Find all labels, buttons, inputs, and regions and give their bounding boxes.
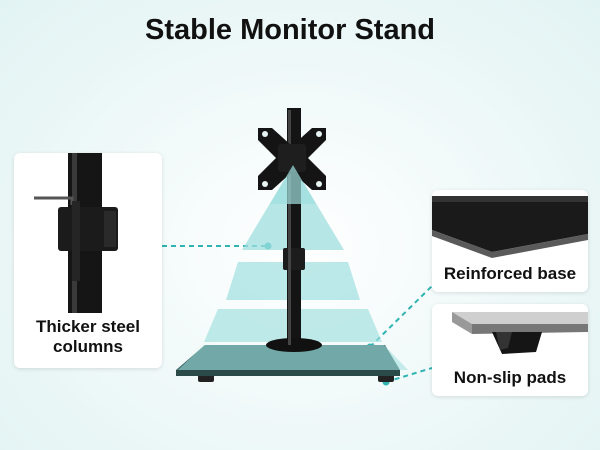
page-title: Stable Monitor Stand	[145, 14, 435, 46]
steel-column-closeup-image	[34, 153, 118, 313]
reinforced-base-closeup-image	[432, 196, 588, 258]
feature-card-reinforced-base: Reinforced base	[432, 190, 588, 292]
vesa-mount	[258, 128, 326, 204]
feature-label-reinforced-base: Reinforced base	[443, 264, 577, 283]
callout-lines	[162, 245, 433, 383]
feature-card-non-slip-pads: Non-slip pads	[432, 304, 588, 396]
feature-card-steel-columns: Thicker steel columns	[14, 153, 162, 368]
non-slip-pad-closeup-image	[452, 312, 588, 354]
feature-label-non-slip-pads: Non-slip pads	[453, 368, 567, 387]
feature-label-steel-columns: Thicker steel columns	[36, 317, 140, 356]
